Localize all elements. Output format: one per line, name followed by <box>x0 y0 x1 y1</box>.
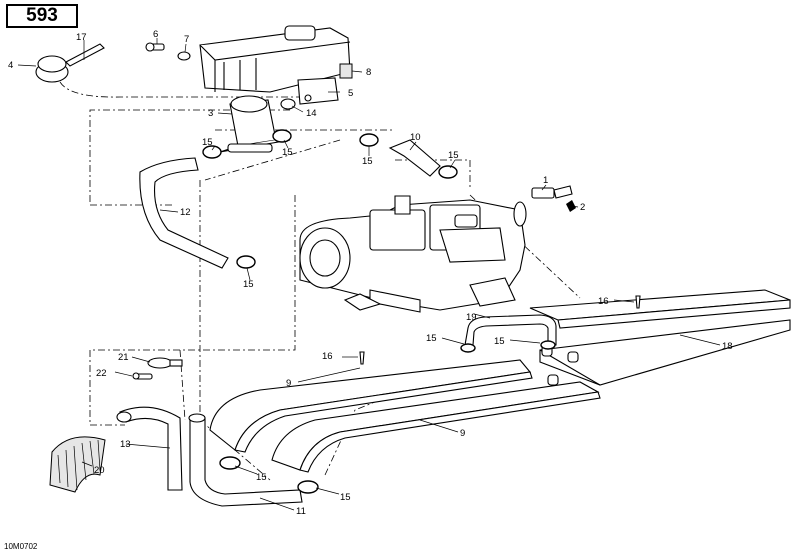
callout-6: 6 <box>153 29 158 40</box>
callout-15b: 15 <box>282 147 293 158</box>
callout-16a: 16 <box>322 351 333 362</box>
callout-15a: 15 <box>202 137 213 148</box>
clamp-15g <box>540 340 556 350</box>
clamp-15h <box>219 456 241 470</box>
callout-leaders <box>17 38 721 511</box>
fitting-21 <box>147 357 183 369</box>
callout-11: 11 <box>296 506 306 517</box>
rivet-16a <box>359 351 365 365</box>
grommet <box>280 98 296 110</box>
callout-1: 1 <box>543 175 548 186</box>
coolant-pipe-13 <box>116 406 183 491</box>
clamp-15a <box>202 145 222 159</box>
page-number-box: 593 <box>6 4 78 28</box>
decal-tag <box>339 63 353 79</box>
rivet-16b <box>635 295 641 309</box>
washer <box>177 51 191 61</box>
callout-15f: 15 <box>426 333 437 344</box>
callout-15h: 15 <box>256 472 267 483</box>
expansion-reservoir <box>219 95 291 153</box>
document-id: 10M0702 <box>4 542 38 551</box>
callout-3: 3 <box>208 108 213 119</box>
callout-15e: 15 <box>243 279 254 290</box>
callout-8: 8 <box>366 67 371 78</box>
screw-22 <box>132 372 153 380</box>
clamp-15i <box>297 480 319 494</box>
clamp-15d <box>438 165 458 179</box>
callout-22: 22 <box>96 368 107 379</box>
callout-10: 10 <box>410 132 421 143</box>
callout-18: 18 <box>722 341 733 352</box>
callout-7: 7 <box>184 34 189 45</box>
heat-exchanger <box>529 289 791 386</box>
callout-15i: 15 <box>340 492 351 503</box>
callout-2: 2 <box>580 202 585 213</box>
callout-labels: 1 2 3 4 5 6 7 8 9 9 10 11 12 13 14 15 15… <box>8 29 733 517</box>
temperature-sensor <box>531 185 573 199</box>
clamp-15f <box>460 343 476 353</box>
callout-13: 13 <box>120 439 131 450</box>
callout-16b: 16 <box>598 296 609 307</box>
clamp-15b <box>272 129 292 143</box>
cooler-9-lower <box>271 381 601 473</box>
outlet-hose <box>388 139 441 177</box>
crossover-pipe <box>464 314 557 346</box>
hose-clamps <box>202 129 556 494</box>
callout-5: 5 <box>348 88 353 99</box>
callout-20: 20 <box>94 465 105 476</box>
callout-15c: 15 <box>362 156 373 167</box>
cooler-9-upper <box>209 359 533 453</box>
callout-15d: 15 <box>448 150 459 161</box>
engine <box>299 195 527 313</box>
protection-guard <box>49 436 106 493</box>
callout-14: 14 <box>306 108 317 119</box>
bracket <box>297 77 339 105</box>
callout-17: 17 <box>76 32 87 43</box>
callout-15g: 15 <box>494 336 505 347</box>
callout-9b: 9 <box>460 428 465 439</box>
coolant-hose <box>139 157 229 269</box>
clamp-15e <box>236 255 256 269</box>
clamp-15c <box>359 133 379 147</box>
callout-4: 4 <box>8 60 13 71</box>
callout-12: 12 <box>180 207 191 218</box>
fitting <box>566 200 576 212</box>
callout-19: 19 <box>466 312 477 323</box>
callout-21: 21 <box>118 352 129 363</box>
callout-9a: 9 <box>286 378 291 389</box>
screw <box>145 42 165 52</box>
radiator-cap <box>35 43 105 83</box>
